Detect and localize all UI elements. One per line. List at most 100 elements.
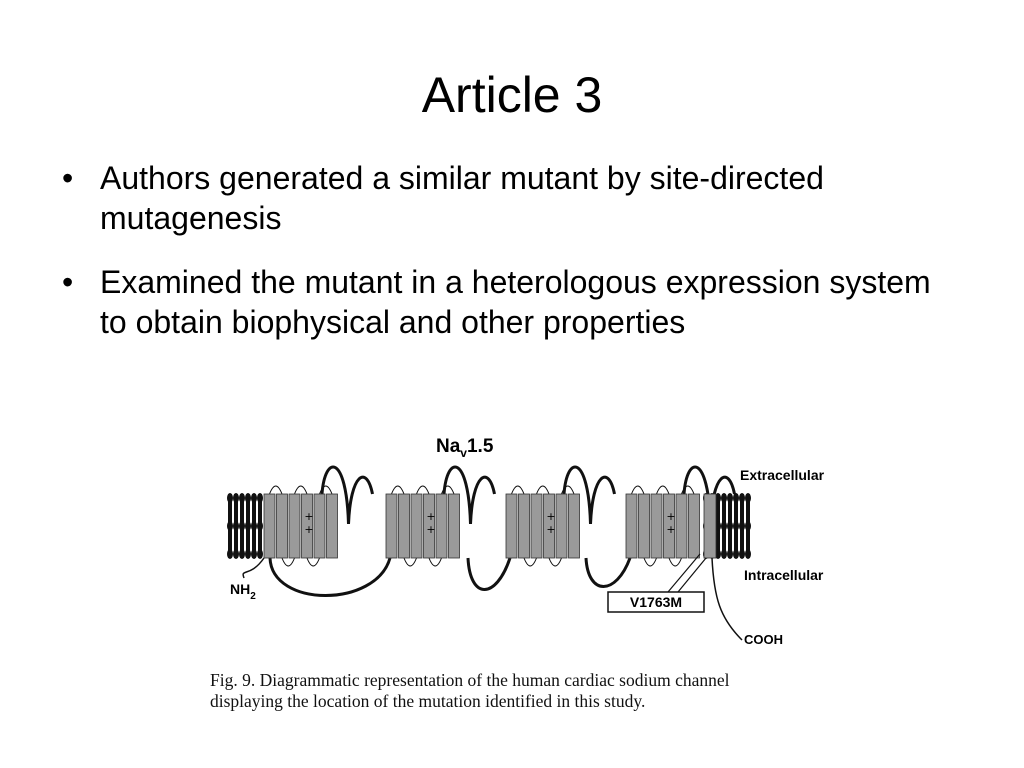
lipid-head: [257, 493, 263, 503]
lipid-head: [233, 493, 239, 503]
bullet-marker: •: [62, 160, 74, 196]
caption-line: Fig. 9. Diagrammatic representation of t…: [210, 670, 730, 690]
channel-loops: [242, 465, 743, 641]
lipid-head: [251, 521, 257, 531]
bullet-marker: •: [62, 264, 74, 300]
lipid-head: [745, 521, 751, 531]
lipid-head: [239, 521, 245, 531]
segment-loop: [441, 485, 455, 495]
transmembrane-segment: [663, 493, 675, 559]
lipid-head: [227, 493, 233, 503]
sodium-channel-diagram: Nav1.5 ++++++++ Extracellular Intracellu…: [227, 436, 825, 647]
pore-loop: [320, 465, 374, 525]
figure-caption: Fig. 9. Diagrammatic representation of t…: [210, 670, 890, 712]
segment-loop: [536, 485, 550, 495]
charge-symbol: +: [546, 523, 555, 536]
membrane-lipids: [227, 493, 751, 559]
transmembrane-segment: [505, 493, 518, 559]
bullet-list: • Authors generated a similar mutant by …: [62, 158, 962, 366]
lipid-head: [721, 521, 727, 531]
charge-symbol: +: [426, 523, 435, 536]
transmembrane-segment: [688, 493, 700, 559]
intracellular-label: Intracellular: [744, 567, 824, 583]
n-terminus-label: NH2: [230, 581, 256, 602]
bullet-item: • Examined the mutant in a heterologous …: [62, 262, 962, 342]
bullet-text: Examined the mutant in a heterologous ex…: [100, 264, 931, 340]
segment-loop: [523, 557, 537, 567]
transmembrane-segment: [543, 493, 555, 559]
transmembrane-segment: [385, 493, 398, 559]
lipid-head: [733, 521, 739, 531]
lipid-head: [715, 493, 721, 503]
c-terminus-label: COOH: [744, 632, 783, 647]
lipid-head: [745, 549, 751, 559]
transmembrane-segment: [448, 493, 460, 559]
lipid-head: [721, 493, 727, 503]
transmembrane-segment: [410, 493, 423, 559]
charge-symbol: +: [546, 510, 555, 523]
transmembrane-segment: [435, 493, 448, 559]
charge-symbol: +: [304, 523, 313, 536]
transmembrane-segment: [675, 493, 688, 559]
segment-loop: [428, 557, 442, 567]
extracellular-label: Extracellular: [740, 467, 825, 483]
pore-loop: [562, 465, 616, 525]
lipid-head: [245, 493, 251, 503]
lipid-head: [245, 521, 251, 531]
lipid-head: [739, 549, 745, 559]
transmembrane-segment: [263, 493, 276, 559]
segment-loop: [281, 557, 295, 567]
lipid-head: [233, 521, 239, 531]
lipid-head: [233, 549, 239, 559]
transmembrane-segment: [518, 493, 530, 559]
channel-name: Nav1.5: [436, 436, 494, 460]
transmembrane-segment: [398, 493, 410, 559]
lipid-head: [721, 549, 727, 559]
charge-symbol: +: [666, 510, 675, 523]
segment-loop: [561, 485, 575, 495]
charge-symbol: +: [426, 510, 435, 523]
lipid-head: [251, 549, 257, 559]
lipid-head: [733, 549, 739, 559]
transmembrane-segment: [313, 493, 326, 559]
segment-loop: [319, 485, 333, 495]
c-terminus-tail: [711, 557, 743, 641]
lipid-head: [251, 493, 257, 503]
mutation-label: V1763M: [630, 594, 682, 610]
transmembrane-segment: [301, 493, 313, 559]
interdomain-linker: [466, 557, 512, 591]
sodium-channel-figure: Nav1.5 ++++++++ Extracellular Intracellu…: [200, 428, 890, 728]
lipid-head: [739, 521, 745, 531]
lipid-head: [239, 549, 245, 559]
charge-symbol: +: [304, 510, 313, 523]
bullet-text: Authors generated a similar mutant by si…: [100, 160, 824, 236]
interdomain-linker: [268, 557, 392, 597]
segment-loop: [391, 485, 405, 495]
lipid-head: [239, 493, 245, 503]
lipid-head: [245, 549, 251, 559]
charge-symbol: +: [666, 523, 675, 536]
segment-loop: [548, 557, 562, 567]
lipid-head: [715, 549, 721, 559]
transmembrane-segment: [555, 493, 568, 559]
transmembrane-segment: [276, 493, 288, 559]
n-terminus-tail: [242, 557, 265, 579]
lipid-head: [727, 521, 733, 531]
slide-title: Article 3: [421, 67, 603, 123]
lipid-head: [727, 493, 733, 503]
bullet-item: • Authors generated a similar mutant by …: [62, 158, 962, 238]
lipid-head: [257, 521, 263, 531]
transmembrane-segment: [638, 493, 650, 559]
pore-loop: [442, 465, 496, 525]
mutation-pointer: [677, 557, 707, 593]
lipid-head: [227, 549, 233, 559]
transmembrane-segment: [703, 493, 717, 559]
lipid-head: [733, 493, 739, 503]
mutation-box: [607, 591, 705, 613]
transmembrane-segment: [650, 493, 663, 559]
lipid-head: [727, 549, 733, 559]
segment-loop: [294, 485, 308, 495]
interdomain-linker: [584, 557, 632, 588]
caption-line: displaying the location of the mutation …: [210, 691, 646, 711]
transmembrane-segment: [625, 493, 638, 559]
